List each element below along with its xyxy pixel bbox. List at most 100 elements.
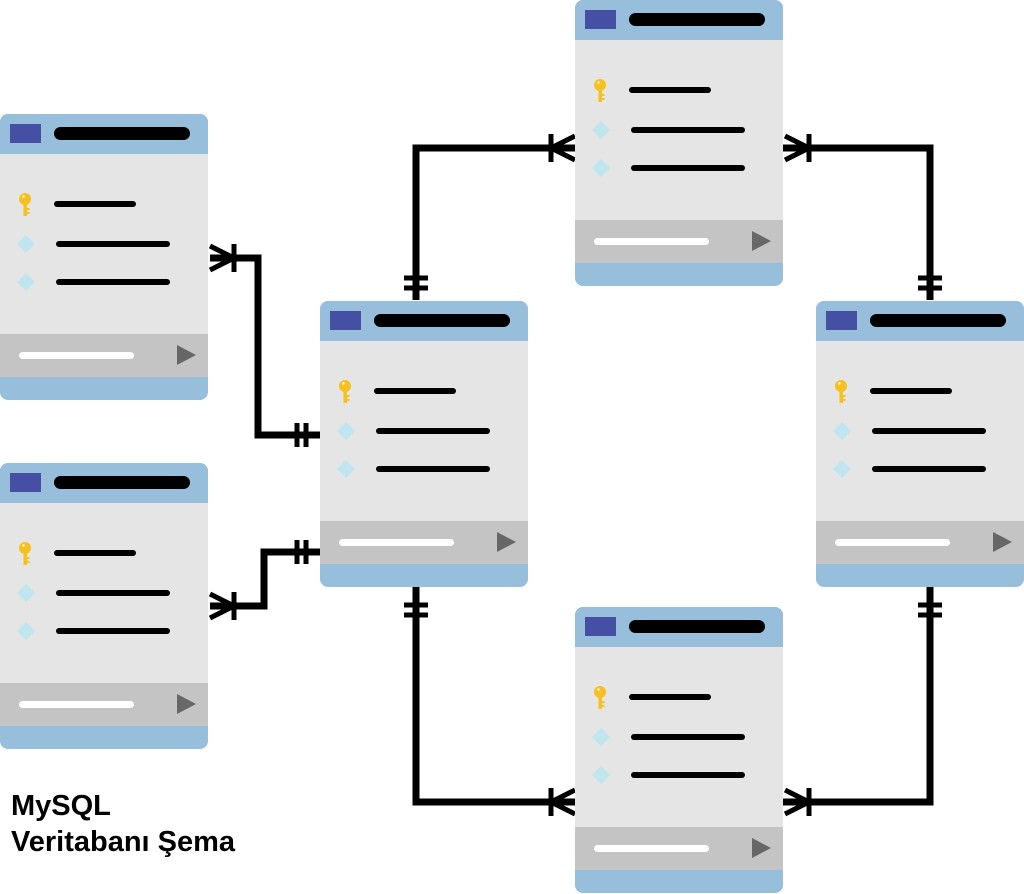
table-right[interactable] xyxy=(816,301,1024,587)
diamond-icon xyxy=(17,584,35,602)
diamond-icon xyxy=(833,422,851,440)
table-title-placeholder xyxy=(54,476,190,489)
field-name-placeholder xyxy=(56,628,170,634)
footer-placeholder xyxy=(835,539,950,546)
diagram-caption: MySQL Veritabanı Şema xyxy=(11,788,235,860)
table-icon xyxy=(585,617,616,636)
key-icon xyxy=(835,380,847,403)
field-name-placeholder xyxy=(872,466,986,472)
table-center[interactable] xyxy=(320,301,528,587)
footer-placeholder xyxy=(594,845,709,852)
table-header xyxy=(575,607,783,647)
play-icon[interactable] xyxy=(752,231,771,251)
table-top-left[interactable] xyxy=(0,114,208,400)
connector-center-to-top xyxy=(412,144,575,300)
field-name-placeholder xyxy=(631,127,745,133)
footer-placeholder xyxy=(19,352,134,359)
field-row[interactable] xyxy=(0,270,208,294)
table-body xyxy=(575,40,783,220)
table-header xyxy=(320,301,528,341)
field-name-placeholder xyxy=(631,165,745,171)
field-row[interactable] xyxy=(816,457,1024,481)
diamond-icon xyxy=(17,273,35,291)
diamond-icon xyxy=(592,728,610,746)
field-row[interactable] xyxy=(0,541,208,565)
one-and-only-one-marker xyxy=(404,602,428,618)
field-row[interactable] xyxy=(575,118,783,142)
table-footer xyxy=(0,683,208,726)
field-name-placeholder xyxy=(631,734,745,740)
footer-placeholder xyxy=(339,539,454,546)
play-icon[interactable] xyxy=(177,345,196,365)
table-footer xyxy=(575,827,783,870)
play-icon[interactable] xyxy=(752,838,771,858)
one-or-many-marker xyxy=(783,787,812,817)
field-name-placeholder xyxy=(56,241,170,247)
connector-center-to-top-left xyxy=(210,254,320,439)
field-row[interactable] xyxy=(0,581,208,605)
diamond-icon xyxy=(592,121,610,139)
table-header xyxy=(816,301,1024,341)
field-row[interactable] xyxy=(0,232,208,256)
one-or-many-marker xyxy=(548,133,577,163)
field-row[interactable] xyxy=(575,78,783,102)
play-icon[interactable] xyxy=(177,694,196,714)
key-icon xyxy=(594,686,606,709)
field-row[interactable] xyxy=(816,379,1024,403)
key-icon xyxy=(19,542,31,565)
diamond-icon xyxy=(17,235,35,253)
footer-placeholder xyxy=(19,701,134,708)
table-footer xyxy=(0,334,208,377)
play-icon[interactable] xyxy=(993,532,1012,552)
diamond-icon xyxy=(592,766,610,784)
table-body xyxy=(320,341,528,521)
field-row[interactable] xyxy=(320,419,528,443)
field-name-placeholder xyxy=(629,694,711,700)
one-and-only-one-marker xyxy=(918,275,942,291)
field-row[interactable] xyxy=(320,457,528,481)
table-bottom[interactable] xyxy=(575,607,783,893)
table-icon xyxy=(330,311,361,330)
field-name-placeholder xyxy=(870,388,952,394)
field-name-placeholder xyxy=(376,428,490,434)
field-row[interactable] xyxy=(0,192,208,216)
diamond-icon xyxy=(337,460,355,478)
key-icon xyxy=(339,380,351,403)
table-icon xyxy=(585,10,616,29)
diamond-icon xyxy=(592,159,610,177)
field-row[interactable] xyxy=(575,763,783,787)
one-or-many-marker xyxy=(783,133,812,163)
table-icon xyxy=(10,124,41,143)
table-body xyxy=(0,154,208,334)
field-row[interactable] xyxy=(320,379,528,403)
connector-center-to-bottom xyxy=(412,587,575,806)
connector-right-to-bottom xyxy=(783,587,934,806)
caption-line-2: Veritabanı Şema xyxy=(11,826,236,858)
field-row[interactable] xyxy=(575,685,783,709)
caption-line-1: MySQL xyxy=(11,790,111,822)
field-name-placeholder xyxy=(56,279,170,285)
field-row[interactable] xyxy=(575,725,783,749)
field-row[interactable] xyxy=(816,419,1024,443)
table-top[interactable] xyxy=(575,0,783,286)
table-bottom-left[interactable] xyxy=(0,463,208,749)
diamond-icon xyxy=(833,460,851,478)
field-name-placeholder xyxy=(872,428,986,434)
field-row[interactable] xyxy=(575,156,783,180)
field-name-placeholder xyxy=(629,87,711,93)
one-and-only-one-marker xyxy=(404,275,428,291)
table-icon xyxy=(10,473,41,492)
play-icon[interactable] xyxy=(497,532,516,552)
table-title-placeholder xyxy=(54,127,190,140)
field-name-placeholder xyxy=(54,201,136,207)
field-row[interactable] xyxy=(0,619,208,643)
table-body xyxy=(0,503,208,683)
one-or-many-marker xyxy=(208,591,237,621)
key-icon xyxy=(594,79,606,102)
table-header xyxy=(575,0,783,40)
table-footer xyxy=(320,521,528,564)
field-name-placeholder xyxy=(376,466,490,472)
one-and-only-one-marker xyxy=(918,602,942,618)
